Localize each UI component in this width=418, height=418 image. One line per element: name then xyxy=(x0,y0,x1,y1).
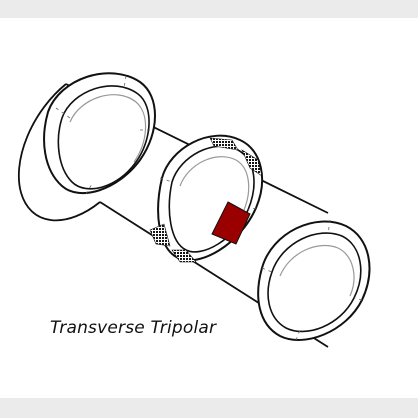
ring-right-inner-shadow xyxy=(279,244,355,297)
middle-contact-left-bottom xyxy=(149,223,171,247)
diagram-caption: Transverse Tripolar xyxy=(50,318,217,338)
cylinder-left-cap xyxy=(17,83,101,222)
ring-right-contact-dividers xyxy=(261,219,363,341)
ring-middle-inner-shadow xyxy=(179,156,250,211)
ring-right xyxy=(257,219,371,341)
ring-left-inner-shadow xyxy=(69,94,147,163)
ring-left xyxy=(43,72,156,195)
ring-left-inner xyxy=(57,85,150,190)
middle-contact-top xyxy=(209,137,239,151)
ring-middle-contact-dividers xyxy=(159,177,257,211)
ring-left-contact-dividers xyxy=(55,75,150,195)
middle-contact-right-top xyxy=(241,149,263,177)
middle-contact-active xyxy=(211,201,251,245)
ring-middle xyxy=(149,134,263,263)
middle-contact-bottom xyxy=(171,249,197,263)
